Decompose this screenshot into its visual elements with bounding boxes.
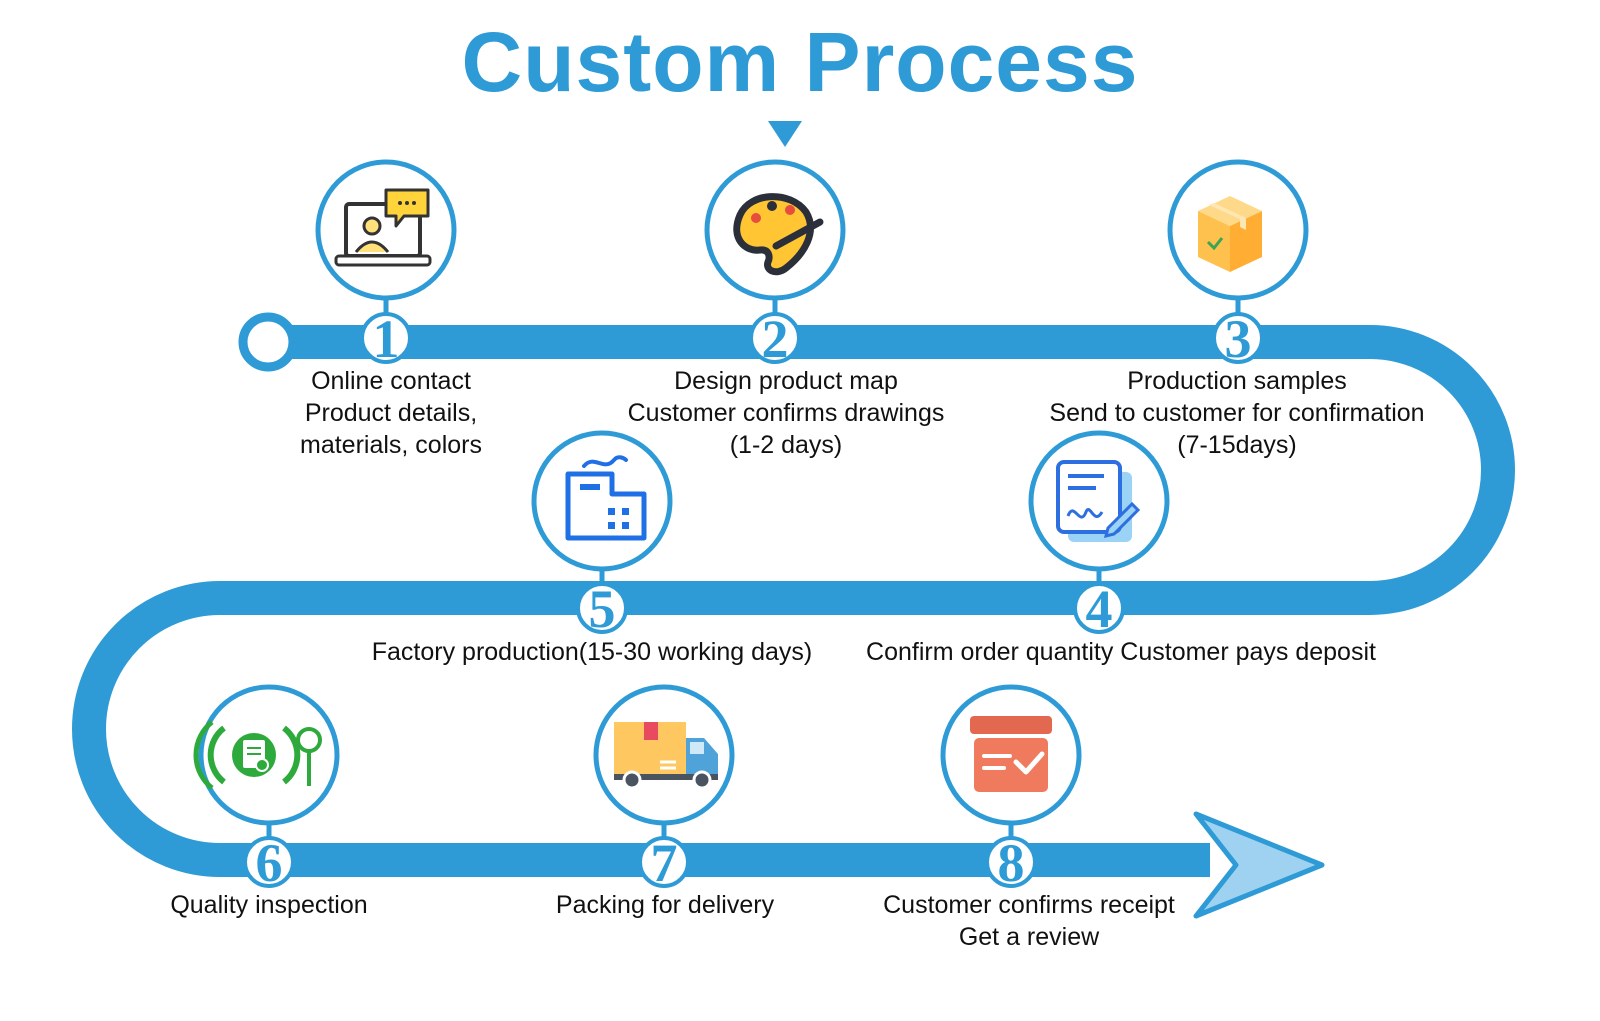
- step-number-2: 2: [762, 309, 789, 369]
- factory-icon: [565, 455, 647, 541]
- step-label-3: Production samples Send to customer for …: [1017, 365, 1457, 461]
- step-label-1-line-1: Online contact: [311, 367, 471, 395]
- step-number-4: 4: [1086, 579, 1113, 639]
- page-title: Custom Process: [461, 15, 1139, 109]
- step-label-2: Design product map Customer confirms dra…: [586, 365, 986, 461]
- step-label-2-line-2: Customer confirms drawings: [627, 399, 945, 427]
- step-label-8: Customer confirms receipt Get a review: [868, 889, 1190, 953]
- step-label-3-line-3: (7-15days): [1177, 431, 1297, 459]
- step-label-2-line-3: (1-2 days): [729, 431, 843, 459]
- package-box-icon: [1198, 196, 1262, 272]
- title-pointer: [768, 121, 802, 147]
- step-label-8-line-2: Get a review: [958, 923, 1100, 951]
- step-number-8: 8: [998, 833, 1025, 893]
- track-start-marker: [238, 312, 298, 372]
- process-track: [72, 325, 1515, 877]
- step-label-4-line-1: Confirm order quantity Customer pays dep…: [866, 638, 1376, 666]
- step-label-5-line-1: Factory production(15-30 working days): [371, 638, 813, 666]
- track-end-arrow: [1193, 811, 1325, 919]
- step-label-2-line-1: Design product map: [674, 367, 898, 395]
- step-label-3-line-1: Production samples: [1127, 367, 1347, 395]
- step-number-6: 6: [256, 833, 283, 893]
- quality-inspection-icon: [193, 720, 322, 790]
- step-label-4: Confirm order quantity Customer pays dep…: [838, 636, 1404, 668]
- step-label-1: Online contact Product details, material…: [246, 365, 536, 461]
- step-number-7: 7: [651, 833, 678, 893]
- palette-icon: [733, 193, 824, 276]
- step-label-1-line-2: Product details,: [304, 399, 478, 427]
- step-label-6: Quality inspection: [128, 889, 410, 921]
- step-label-3-line-2: Send to customer for confirmation: [1049, 399, 1425, 427]
- step-label-7-line-1: Packing for delivery: [555, 891, 775, 919]
- delivery-truck-icon: [614, 722, 718, 790]
- step-label-6-line-1: Quality inspection: [170, 891, 368, 919]
- step-numbers: 1 2 3 4 5 6 7 8: [256, 309, 1252, 893]
- step-label-8-line-1: Customer confirms receipt: [883, 891, 1175, 919]
- step-number-1: 1: [373, 309, 400, 369]
- step-label-1-line-3: materials, colors: [300, 431, 482, 459]
- receipt-confirm-icon: [970, 716, 1052, 792]
- signed-document-icon: [1056, 460, 1141, 542]
- step-label-5: Factory production(15-30 working days): [350, 636, 834, 668]
- step-number-3: 3: [1225, 309, 1252, 369]
- step-label-7: Packing for delivery: [524, 889, 806, 921]
- step-number-5: 5: [589, 579, 616, 639]
- number-badges: [243, 312, 1264, 888]
- video-chat-icon: [334, 188, 432, 267]
